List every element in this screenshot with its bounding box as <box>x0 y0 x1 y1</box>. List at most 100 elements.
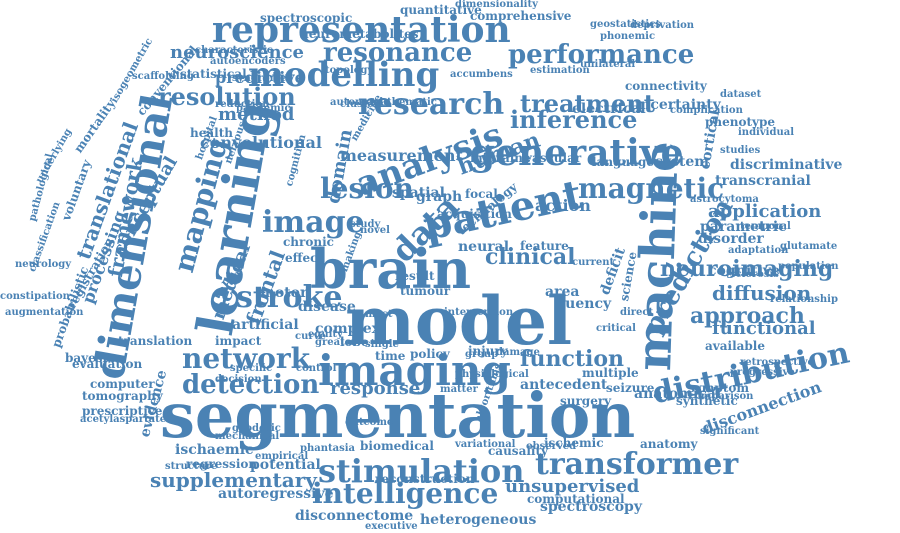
word-spatial: spatial <box>392 185 445 201</box>
word-prescriptive: prescriptive <box>82 404 163 418</box>
word-segmentation: segmentation <box>160 379 636 452</box>
word-function: function <box>520 346 625 372</box>
word-injury: injury <box>468 344 508 358</box>
word-estimation: estimation <box>530 65 590 76</box>
word-area: area <box>545 284 580 300</box>
word-ischaemic: ischaemic <box>175 442 254 458</box>
word-application: application <box>708 201 822 222</box>
word-treatment: treatment <box>520 89 655 118</box>
word-fluency: fluency <box>555 296 612 312</box>
word-critical: critical <box>596 323 636 334</box>
word-performance: performance <box>508 40 695 70</box>
word-astrocytoma: astrocytoma <box>690 194 759 205</box>
word-relationship: relationship <box>770 294 838 305</box>
word-seizure: seizure <box>606 381 655 395</box>
word-neuroimaging: neuroimaging <box>660 256 834 282</box>
word-generative: generative <box>470 132 684 174</box>
word-phonemic: phonemic <box>600 31 656 42</box>
word-topology: topology <box>325 65 374 76</box>
word-intervention: intervention <box>444 307 514 318</box>
word-approach: approach <box>690 303 805 329</box>
word-inference: inference <box>510 105 638 134</box>
word-observed: observed <box>526 441 577 452</box>
word-symptom: symptom <box>688 381 750 395</box>
word-decision: decision <box>215 374 262 385</box>
word-focal: focal <box>465 187 498 201</box>
word-comprehensive: comprehensive <box>470 9 572 23</box>
word-potential: potential <box>250 457 321 473</box>
word-cluster: cluster <box>340 99 380 110</box>
word-effect: effect <box>285 251 323 265</box>
word-motor: motor <box>260 285 308 301</box>
word-regression: regression <box>186 457 258 471</box>
word-empirical: empirical <box>255 451 309 462</box>
word-migraine: migraine <box>470 151 531 165</box>
word-autoregressive: autoregressive <box>218 486 334 502</box>
word-neurology: neurology <box>15 259 72 270</box>
word-magnetic: magnetic <box>578 172 725 205</box>
word-research: research <box>358 87 505 122</box>
word-transcranial: transcranial <box>715 173 811 189</box>
word-equity: equity <box>308 329 343 340</box>
word-acquisition: acquisition <box>437 207 512 221</box>
word-temporal: temporal <box>740 221 791 232</box>
word-stimulation: stimulation <box>318 452 525 490</box>
word-unsupervised: unsupervised <box>505 476 640 497</box>
word-chronic: chronic <box>283 235 334 249</box>
word-studies: studies <box>720 145 761 156</box>
word-executive: executive <box>365 521 418 532</box>
word-functional: functional <box>712 318 816 339</box>
word-health: health <box>190 126 233 140</box>
word-time: time <box>375 349 406 363</box>
word-action: action <box>535 196 591 215</box>
word-neuroscience: neuroscience <box>170 42 304 63</box>
word-greater: greater <box>315 337 357 348</box>
word-representation: representation <box>212 9 511 51</box>
word-disease: disease <box>298 299 356 315</box>
word-glutamate: glutamate <box>780 241 838 252</box>
word-syndrome: syndrome <box>232 73 287 84</box>
word-unilateral: unilateral <box>580 59 636 70</box>
word-electrical: electrical <box>572 101 646 117</box>
word-surgery: surgery <box>560 394 612 408</box>
word-dimensionality: dimensionality <box>455 0 538 10</box>
word-impact: impact <box>215 334 262 348</box>
word-group: group <box>465 349 499 360</box>
word-most: most <box>365 309 393 320</box>
word-diffusion: diffusion <box>712 281 812 305</box>
word-significant: significant <box>700 426 760 437</box>
word-specific: specific <box>230 363 273 374</box>
word-curve: curve <box>295 331 326 342</box>
word-predictive: predictive <box>215 68 305 87</box>
word-pandemic: pandemic <box>236 103 291 114</box>
word-autoencoders: autoencoders <box>210 56 286 67</box>
word-neurometabolites: neurometabolites <box>300 27 419 41</box>
word-complex: complex <box>315 321 381 337</box>
word-reconstruction: reconstruction <box>375 472 475 486</box>
word-phantasia: phantasia <box>300 443 356 454</box>
word-study: study <box>350 219 381 230</box>
word-outcome: outcome <box>345 417 394 428</box>
word-lesion: lesion <box>320 172 414 205</box>
word-lobe: lobe <box>340 335 369 349</box>
word-current: current <box>572 257 615 268</box>
word-dataset: dataset <box>720 89 762 100</box>
word-mathematic: mathematic <box>370 97 437 108</box>
word-causality: causality <box>488 444 548 458</box>
word-antecedent: antecedent <box>520 377 608 393</box>
word-single: single <box>365 339 399 350</box>
word-available: available <box>705 339 765 353</box>
word-policy: policy <box>410 347 450 361</box>
word-comparison: comparison <box>688 391 754 402</box>
word-autonomic: autonomic <box>330 97 390 108</box>
word-constipation: constipation <box>0 291 70 302</box>
word-direct: direct <box>620 307 654 318</box>
word-matter: matter <box>440 384 478 395</box>
word-transformer: transformer <box>535 447 739 482</box>
word-biomedical: biomedical <box>360 439 434 453</box>
word-connectivity: connectivity <box>625 79 707 93</box>
word-modelling: modelling <box>248 55 440 95</box>
word-complication: complication <box>670 105 743 116</box>
word-population: population <box>778 261 839 272</box>
word-accumbens: accumbens <box>450 69 513 80</box>
